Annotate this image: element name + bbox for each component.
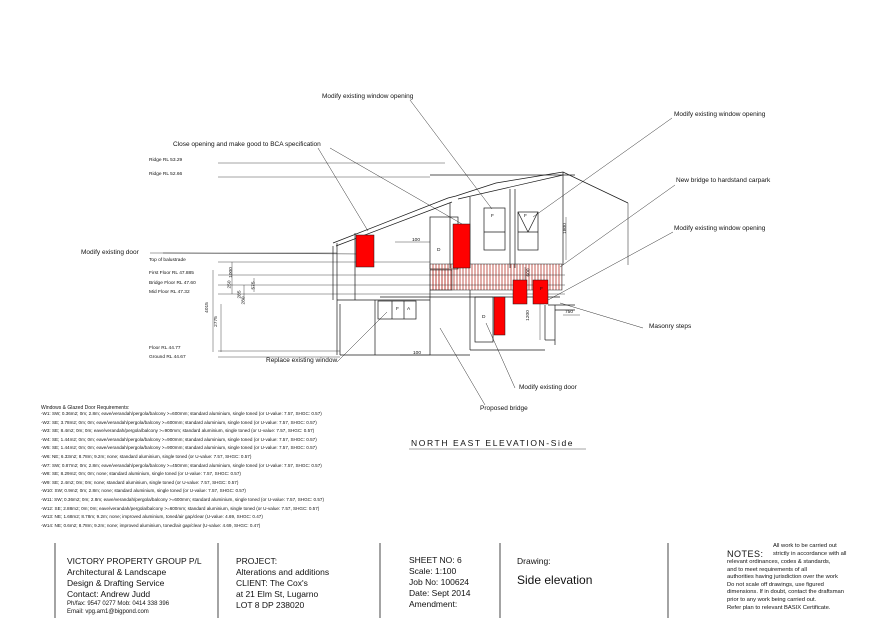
window-requirement-row: -W6: NE; 6.33m2; 8.78m; 9.2m; none; stan… [41,453,252,459]
dim-4015: 4015 [204,302,210,313]
company-contact: Contact: Andrew Judd [67,589,151,599]
notes-line-9: Refer plan to relevant BASIX Certificate… [727,604,831,611]
level-first-floor: First Floor RL 47.885 [149,271,194,276]
window-requirement-row: -W12: SE; 2.88m2; 0m; 0m; eave/verandah/… [41,505,320,511]
level-balustrade: Top of balustrade [149,258,186,263]
drawing-name: Side elevation [517,573,593,587]
project-label: PROJECT: [236,556,278,566]
red-fill-window-upper [452,223,471,269]
notes-line-3: relevant ordinances, codes & standards, [727,559,831,565]
company-name: VICTORY PROPERTY GROUP P/L [67,556,202,566]
dim-575: 575 [251,281,257,290]
elevation-title: NORTH EAST ELEVATION-Side [411,438,575,448]
red-fill-window-right-b [532,279,549,305]
annotation-masonry-steps: Masonry steps [649,323,692,330]
notes-line-4: and to meet requirements of all [727,566,807,573]
dim-1800: 1800 [562,223,568,234]
notes-line-5: authorities having jurisdiction over the… [727,574,838,581]
red-fill-door-lower [493,296,506,336]
annotation-modify-door-left: Modify existing door [81,249,139,256]
notes-line-7: dimensions. If in doubt, contact the dra… [727,589,844,596]
title-block-sheet: SHEET NO: 6 Scale: 1:100 Job No: 100624 … [409,555,470,610]
level-ridge-1: Ridge RL 53.29 [149,158,183,163]
window-requirement-row: -W1: SW; 0.36m2; 0m; 2.8m; eave/verandah… [41,411,322,416]
annotation-modify-window-right2: Modify existing window opening [674,225,766,232]
level-ground: Ground RL 44.67 [149,355,186,360]
annotation-close-opening: Close opening and make good to BCA speci… [173,141,321,148]
annotation-modify-window-right: Modify existing window opening [674,111,766,118]
window-requirement-row: -W11: SW; 0.36m2; 0m; 2.8m; eave/veranda… [41,496,324,502]
title-block-drawing: Drawing: Side elevation [517,556,592,587]
project-client: CLIENT: The Cox's [236,578,308,588]
dim-1200: 1200 [525,310,531,321]
level-mid-floor: Mid Floor RL 47.32 [149,290,190,295]
dim-100-top: 100 [412,238,421,243]
notes-heading: NOTES: [727,549,764,559]
window-requirement-row: -W7: SW; 0.87m2; 0m; 2.8m; eave/verandah… [41,462,322,468]
window-requirement-row: -W2: SE; 3.78m2; 0m; 0m; eave/verandah/p… [41,419,317,425]
title-block-company: VICTORY PROPERTY GROUP P/L Architectural… [67,556,202,616]
annotation-modify-door-bottom: Modify existing door [519,384,577,391]
mark-a-lower: A [407,307,411,312]
company-phone: Ph/fax: 9547 0277 Mob: 0414 338 396 [67,601,170,607]
company-line2: Design & Drafting Service [67,578,165,588]
project-address: at 21 Elm St, Lugarno [236,589,319,599]
sheet-scale: Scale: 1:100 [409,566,457,576]
red-fill-close-opening [355,234,375,268]
door-d-lower [474,296,494,343]
level-ridge-2: Ridge RL 52.66 [149,172,183,177]
window-requirement-row: -W4: SE; 1.44m2; 0m; 0m; eave/verandah/p… [41,436,317,442]
company-line1: Architectural & Landscape [67,567,167,577]
main-roof-line [332,171,629,244]
window-requirement-row: -W9: SE; 2.4m2; 0m; 0m; none; standard a… [41,479,239,485]
dim-2775: 2775 [213,316,219,327]
level-bridge-floor: Bridge Floor RL 47.60 [149,281,196,286]
project-line1: Alterations and additions [236,567,330,577]
dim-100-bottom: 100 [413,351,422,356]
window-requirement-row: -W5: SE; 1.44m2; 0m; 0m; eave/verandah/p… [41,445,317,451]
annotation-modify-window-top: Modify existing window opening [322,93,414,100]
sheet-amendment: Amendment: [409,599,458,609]
window-requirements-title: Windows & Glazed Door Requirements: [41,405,130,411]
level-floor: Floor RL 44.77 [149,346,181,351]
company-email: Email: vpg.am1@bigpond.com [67,609,149,615]
title-block-project: PROJECT: Alterations and additions CLIEN… [236,556,329,611]
window-requirement-row: -W8: SE; 8.29m2; 0m; 0m; none; standard … [41,471,241,477]
dim-750: 750 [565,310,574,315]
dim-600: 600 [526,268,532,277]
window-requirement-row: -W13: NE; 1.68m2; 8.78m; 9.2m; none; imp… [41,514,263,520]
mark-d-lower: D [482,315,486,320]
drawing-label: Drawing: [517,556,551,566]
notes-line-1: All work to be carried out [773,543,837,549]
mark-f-upper-right: F [524,214,527,219]
project-lot: LOT 8 DP 238020 [236,600,305,610]
dim-1000: 1000 [228,267,234,278]
window-requirement-row: -W3: SE; 8.4m2; 0m; 0m; eave/verandah/pe… [41,428,315,434]
sheet-job-no: Job No: 100624 [409,577,470,587]
mark-f-lower: F [396,307,399,312]
notes-line-8: prior to any work being carried out. [727,596,817,603]
annotation-replace-window: Replace existing window [266,357,338,364]
notes-line-2: strictly in accordance with all [773,551,847,557]
window-f-upper-left [483,207,506,251]
red-fill-window-right-a [512,279,528,305]
dim-280: 280 [241,296,247,305]
sheet-number: SHEET NO: 6 [409,555,462,565]
annotation-new-bridge: New bridge to hardstand carpark [676,177,771,184]
window-f-upper-right [517,211,539,251]
window-requirements-list: -W1: SW; 0.36m2; 0m; 2.8m; eave/verandah… [41,410,324,530]
mark-d-upper: D [437,248,441,253]
sheet-date: Date: Sept 2014 [409,588,471,598]
window-requirement-row: -W14: NE; 0.6m2; 8.78m; 9.2m; none; impr… [41,522,261,528]
mark-f-right: F [540,287,543,292]
dim-250: 250 [227,280,233,289]
mark-f-upper-left: F [491,214,494,219]
window-f-lower [377,300,417,320]
notes-line-6: Do not scale off drawings, use figured [727,581,824,588]
annotation-proposed-bridge: Proposed bridge [480,405,528,412]
window-requirement-row: -W10: SW; 0.9m2; 0m; 2.8m; none; standar… [41,488,246,494]
